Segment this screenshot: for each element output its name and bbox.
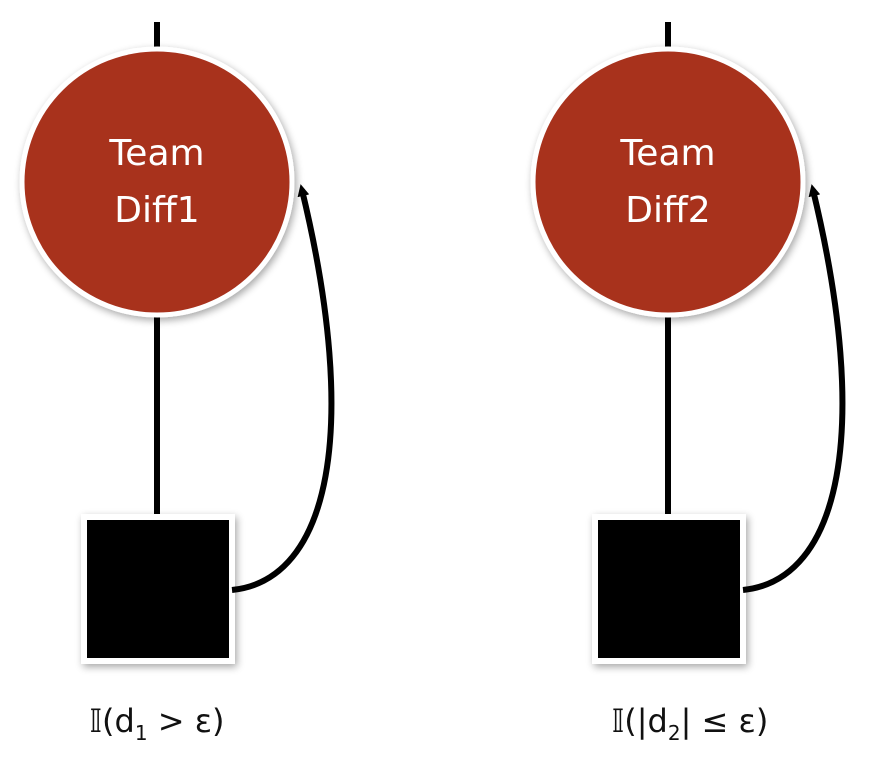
node-label-line1: Team bbox=[108, 133, 204, 174]
factor-square-1 bbox=[81, 514, 235, 664]
factor-square-2 bbox=[592, 514, 746, 664]
edge-factor2-to-node2-arrow bbox=[742, 184, 846, 593]
node-team-diff2: Team Diff2 bbox=[530, 46, 806, 318]
subgraph-right: Team Diff2 𝕀(|d2| ≤ ε) bbox=[530, 22, 846, 745]
node-label-line2: Diff2 bbox=[625, 190, 710, 231]
node-circle bbox=[530, 46, 806, 318]
node-team-diff1: Team Diff1 bbox=[19, 46, 295, 318]
subgraph-left: Team Diff1 𝕀(d1 > ε) bbox=[19, 22, 335, 745]
factor-label-2: 𝕀(|d2| ≤ ε) bbox=[612, 702, 769, 745]
node-label-line1: Team bbox=[619, 133, 715, 174]
node-circle bbox=[19, 46, 295, 318]
edge-factor1-to-node1-arrow bbox=[231, 184, 335, 593]
factor-label-1: 𝕀(d1 > ε) bbox=[89, 702, 224, 745]
node-label-line2: Diff1 bbox=[114, 190, 199, 231]
